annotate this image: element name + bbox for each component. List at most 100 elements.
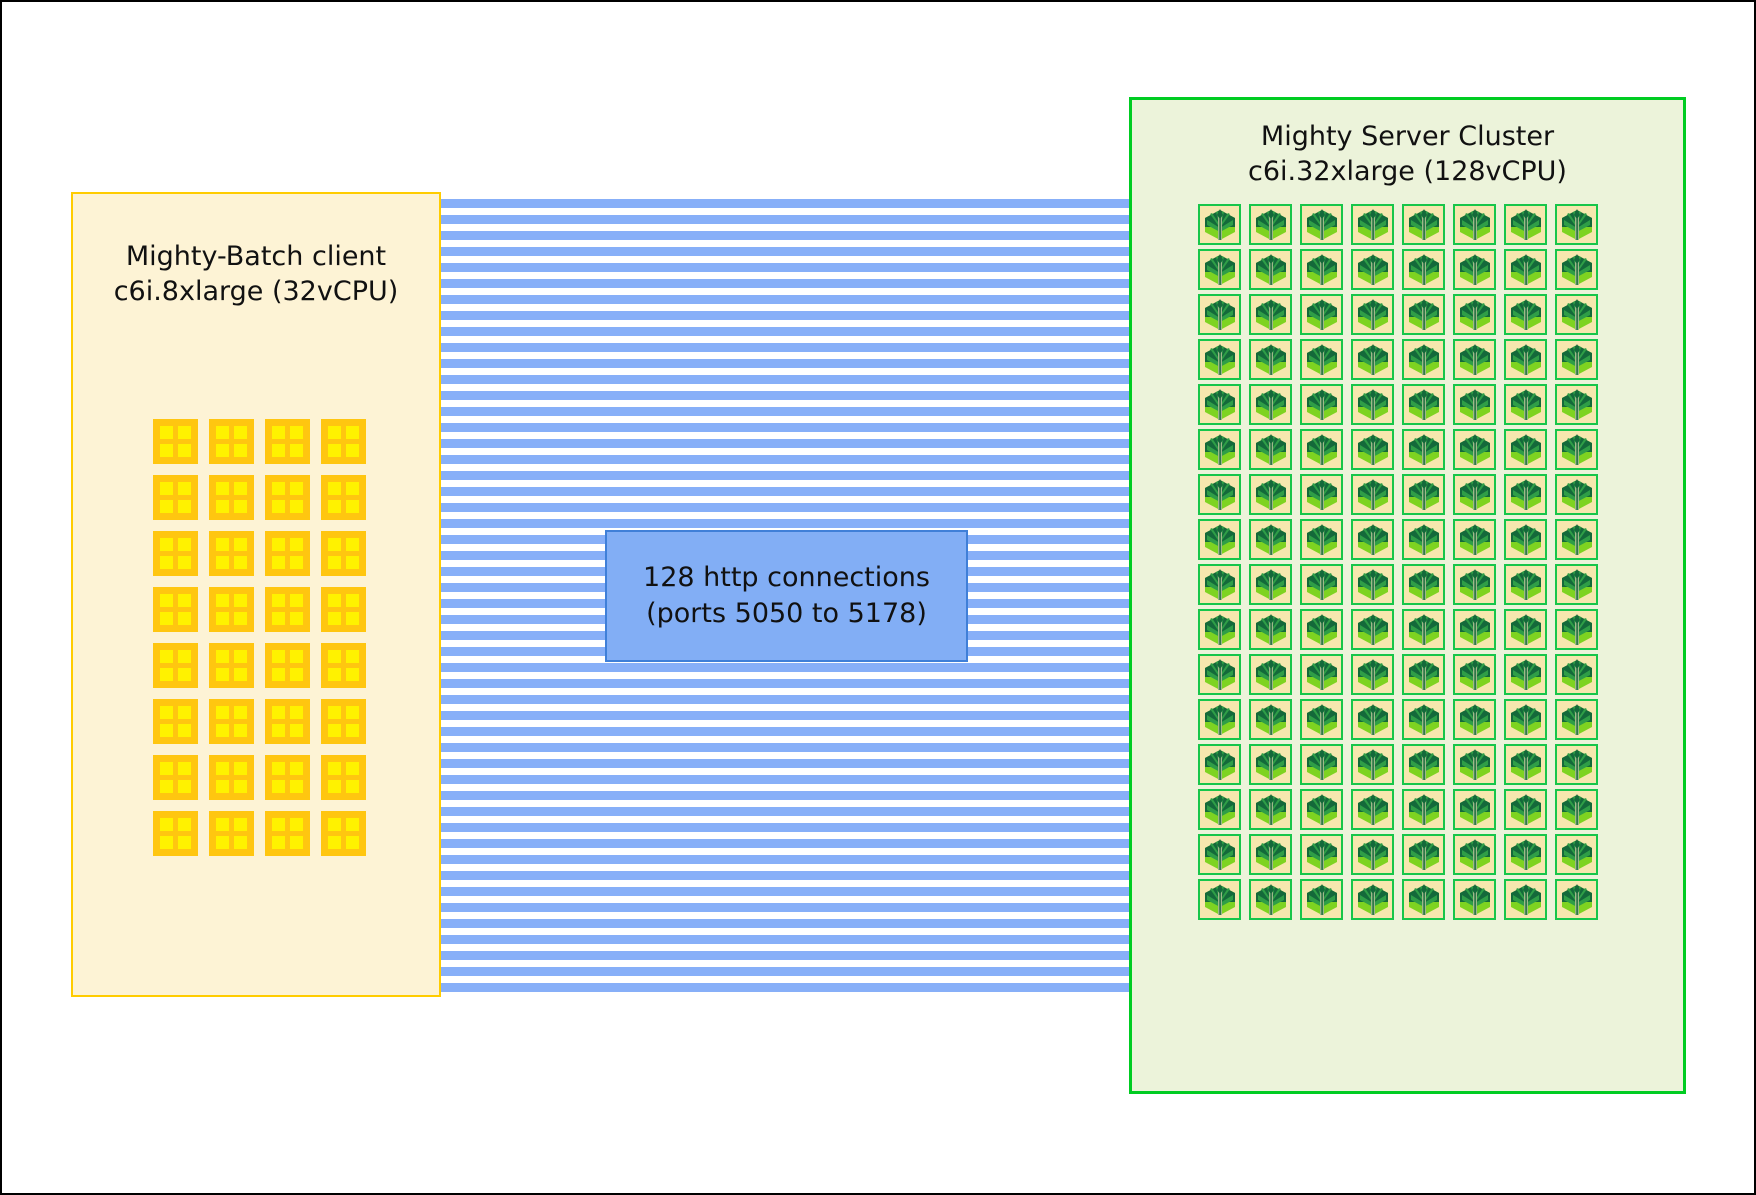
server-node-tile bbox=[1249, 384, 1292, 425]
cpu-core-quadrant bbox=[328, 668, 341, 681]
server-node-tile bbox=[1453, 429, 1496, 470]
server-node-tile bbox=[1249, 879, 1292, 920]
connection-label-box[interactable]: 128 http connections (ports 5050 to 5178… bbox=[605, 530, 968, 662]
tree-server-icon bbox=[1408, 838, 1439, 870]
tree-server-icon bbox=[1408, 748, 1439, 780]
server-node-tile bbox=[1453, 384, 1496, 425]
cpu-core-quadrant bbox=[216, 612, 229, 625]
cpu-core-quadrant bbox=[216, 706, 229, 719]
cpu-core-quadrant bbox=[216, 780, 229, 793]
cpu-core-quadrant bbox=[160, 836, 173, 849]
cpu-core-quadrant bbox=[290, 538, 303, 551]
tree-server-icon bbox=[1561, 568, 1592, 600]
cpu-icon bbox=[265, 419, 310, 464]
server-node-tile bbox=[1300, 879, 1343, 920]
cpu-core-quadrant bbox=[178, 706, 191, 719]
server-node-tile bbox=[1198, 699, 1241, 740]
cpu-core-quadrant bbox=[272, 444, 285, 457]
server-node-tile bbox=[1402, 294, 1445, 335]
cpu-icon bbox=[265, 531, 310, 576]
cpu-core-quadrant bbox=[160, 668, 173, 681]
server-node-tile bbox=[1351, 879, 1394, 920]
cpu-core-quadrant bbox=[290, 650, 303, 663]
server-node-tile bbox=[1555, 699, 1598, 740]
server-node-tile bbox=[1402, 609, 1445, 650]
cpu-core-quadrant bbox=[178, 836, 191, 849]
tree-server-icon bbox=[1306, 883, 1337, 915]
server-node-tile bbox=[1402, 654, 1445, 695]
server-node-tile bbox=[1453, 699, 1496, 740]
cpu-icon bbox=[209, 587, 254, 632]
tree-server-icon bbox=[1561, 613, 1592, 645]
tree-server-icon bbox=[1510, 523, 1541, 555]
tree-server-icon bbox=[1357, 568, 1388, 600]
cpu-core-quadrant bbox=[216, 818, 229, 831]
server-node-tile bbox=[1198, 429, 1241, 470]
cpu-core-quadrant bbox=[234, 762, 247, 775]
server-node-tile bbox=[1453, 834, 1496, 875]
cpu-core-quadrant bbox=[216, 556, 229, 569]
cpu-core-quadrant bbox=[290, 556, 303, 569]
server-node-tile bbox=[1555, 474, 1598, 515]
server-node-tile bbox=[1198, 879, 1241, 920]
tree-server-icon bbox=[1306, 613, 1337, 645]
tree-server-icon bbox=[1306, 343, 1337, 375]
cpu-core-quadrant bbox=[328, 426, 341, 439]
cpu-icon bbox=[321, 531, 366, 576]
tree-server-icon bbox=[1561, 388, 1592, 420]
tree-server-icon bbox=[1306, 568, 1337, 600]
server-node-tile bbox=[1402, 384, 1445, 425]
cpu-core-quadrant bbox=[178, 556, 191, 569]
cpu-icon bbox=[209, 699, 254, 744]
server-node-tile bbox=[1453, 744, 1496, 785]
server-cluster-panel[interactable]: Mighty Server Cluster c6i.32xlarge (128v… bbox=[1129, 97, 1686, 1094]
cpu-core-quadrant bbox=[290, 482, 303, 495]
tree-server-icon bbox=[1306, 478, 1337, 510]
cpu-core-quadrant bbox=[328, 818, 341, 831]
cpu-core-quadrant bbox=[216, 762, 229, 775]
server-node-tile bbox=[1504, 519, 1547, 560]
tree-server-icon bbox=[1204, 253, 1235, 285]
tree-server-icon bbox=[1357, 703, 1388, 735]
server-node-tile bbox=[1249, 249, 1292, 290]
cpu-core-quadrant bbox=[346, 836, 359, 849]
server-node-tile bbox=[1300, 474, 1343, 515]
cpu-core-quadrant bbox=[234, 780, 247, 793]
tree-server-icon bbox=[1306, 433, 1337, 465]
cpu-core-quadrant bbox=[178, 780, 191, 793]
server-node-tile bbox=[1453, 564, 1496, 605]
cpu-icon bbox=[265, 587, 310, 632]
cpu-core-quadrant bbox=[290, 724, 303, 737]
tree-server-icon bbox=[1357, 298, 1388, 330]
server-node-tile bbox=[1555, 249, 1598, 290]
cpu-core-quadrant bbox=[272, 706, 285, 719]
cpu-icon bbox=[153, 699, 198, 744]
tree-server-icon bbox=[1459, 613, 1490, 645]
cpu-core-quadrant bbox=[234, 818, 247, 831]
server-node-tile bbox=[1453, 204, 1496, 245]
cpu-core-quadrant bbox=[346, 706, 359, 719]
tree-server-icon bbox=[1204, 388, 1235, 420]
server-node-tile bbox=[1453, 339, 1496, 380]
tree-server-icon bbox=[1510, 388, 1541, 420]
client-panel[interactable]: Mighty-Batch client c6i.8xlarge (32vCPU) bbox=[71, 192, 441, 997]
tree-server-icon bbox=[1357, 838, 1388, 870]
tree-server-icon bbox=[1255, 703, 1286, 735]
tree-server-icon bbox=[1459, 388, 1490, 420]
tree-server-icon bbox=[1357, 343, 1388, 375]
cpu-core-quadrant bbox=[216, 724, 229, 737]
tree-server-icon bbox=[1255, 568, 1286, 600]
client-cpu-grid bbox=[153, 419, 366, 856]
tree-server-icon bbox=[1357, 523, 1388, 555]
cpu-core-quadrant bbox=[290, 444, 303, 457]
cpu-core-quadrant bbox=[272, 538, 285, 551]
tree-server-icon bbox=[1306, 838, 1337, 870]
tree-server-icon bbox=[1204, 748, 1235, 780]
cpu-core-quadrant bbox=[216, 482, 229, 495]
tree-server-icon bbox=[1408, 568, 1439, 600]
cpu-core-quadrant bbox=[328, 612, 341, 625]
server-node-tile bbox=[1351, 249, 1394, 290]
server-node-tile bbox=[1504, 654, 1547, 695]
tree-server-icon bbox=[1408, 298, 1439, 330]
tree-server-icon bbox=[1204, 523, 1235, 555]
